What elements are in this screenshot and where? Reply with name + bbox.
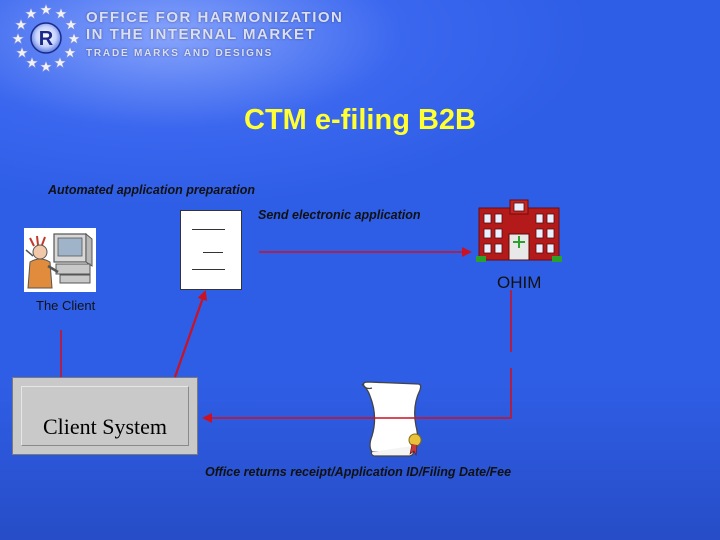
client-system-label: Client System <box>42 414 168 439</box>
svg-text:R: R <box>39 28 54 50</box>
slide-title: CTM e-filing B2B <box>244 104 476 136</box>
client-label: The Client <box>36 298 96 313</box>
logo-title-line-1: Office for Harmonization <box>86 9 344 26</box>
document-line <box>192 269 225 270</box>
document-icon <box>180 210 242 290</box>
ohim-label: OHIM <box>497 273 542 292</box>
client-system-panel: Client System <box>21 386 189 446</box>
eu-stars-logo-icon: R <box>11 3 81 73</box>
send-application-label: Send electronic application <box>258 208 421 222</box>
ohim-building-icon <box>476 199 562 262</box>
document-line <box>192 229 225 230</box>
client-system-box: Client System <box>12 377 198 455</box>
person-computer-icon <box>24 228 96 292</box>
automated-preparation-label: Automated application preparation <box>48 183 255 197</box>
office-returns-label: Office returns receipt/Application ID/Fi… <box>205 465 512 479</box>
logo-subtitle: Trade Marks and Designs <box>86 48 274 59</box>
logo-title-line-2: in the Internal Market <box>86 26 317 43</box>
document-line <box>203 252 223 253</box>
receipt-scroll-icon <box>361 381 422 457</box>
